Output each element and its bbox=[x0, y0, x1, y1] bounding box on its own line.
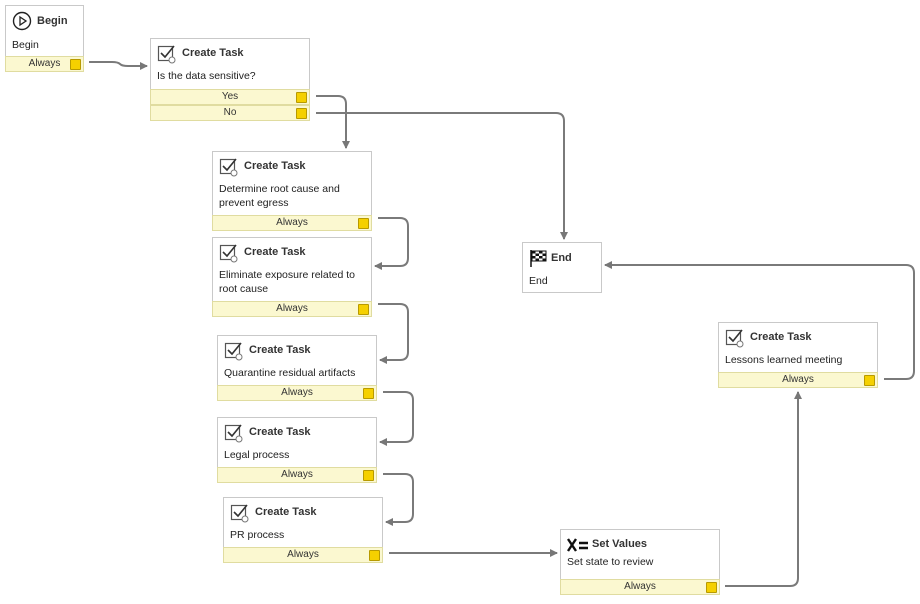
checked-task-icon bbox=[224, 342, 243, 361]
port-connector[interactable] bbox=[70, 59, 81, 70]
node-sensitive-title: Create Task bbox=[182, 47, 244, 59]
node-lessons-title: Create Task bbox=[750, 331, 812, 343]
node-set-values-title: Set Values bbox=[592, 538, 648, 550]
node-pr[interactable]: Create Task PR process Always bbox=[223, 497, 383, 563]
port-connector[interactable] bbox=[363, 470, 374, 481]
checkered-flag-icon bbox=[530, 250, 547, 267]
port-connector[interactable] bbox=[706, 582, 717, 593]
port-eliminate-always[interactable]: Always bbox=[212, 301, 372, 317]
wire-legal-to-pr bbox=[383, 473, 414, 526]
port-begin-always[interactable]: Always bbox=[5, 56, 84, 72]
port-set-values-always[interactable]: Always bbox=[560, 579, 720, 595]
node-set-values[interactable]: Set Values Set state to review Always bbox=[560, 529, 720, 595]
checked-task-icon bbox=[219, 244, 238, 263]
wire-begin-to-sensitive bbox=[89, 61, 148, 70]
port-connector[interactable] bbox=[363, 388, 374, 399]
checked-task-icon bbox=[157, 45, 176, 64]
port-quarantine-always[interactable]: Always bbox=[217, 385, 377, 401]
play-circle-icon bbox=[12, 11, 32, 31]
wire-yes-to-root-cause bbox=[316, 95, 350, 149]
port-connector[interactable] bbox=[358, 218, 369, 229]
port-label: Always bbox=[624, 581, 656, 592]
port-label: Always bbox=[782, 374, 814, 385]
wire-set-values-to-lessons bbox=[725, 391, 802, 587]
port-label: No bbox=[223, 107, 237, 118]
port-connector[interactable] bbox=[358, 304, 369, 315]
wire-root-cause-to-eliminate bbox=[374, 217, 409, 270]
node-root-cause-title: Create Task bbox=[244, 160, 306, 172]
port-sensitive-yes[interactable]: Yes bbox=[150, 89, 310, 105]
node-legal-title: Create Task bbox=[249, 426, 311, 438]
node-quarantine[interactable]: Create Task Quarantine residual artifact… bbox=[217, 335, 377, 401]
node-sensitive[interactable]: Create Task Is the data sensitive? Yes N… bbox=[150, 38, 310, 121]
port-label: Always bbox=[276, 303, 308, 314]
checked-task-icon bbox=[725, 329, 744, 348]
port-lessons-always[interactable]: Always bbox=[718, 372, 878, 388]
port-label: Always bbox=[276, 217, 308, 228]
node-sensitive-desc: Is the data sensitive? bbox=[157, 70, 256, 82]
checked-task-icon bbox=[224, 424, 243, 443]
node-quarantine-desc: Quarantine residual artifacts bbox=[224, 367, 356, 379]
port-pr-always[interactable]: Always bbox=[223, 547, 383, 563]
port-label: Always bbox=[287, 549, 319, 560]
port-sensitive-no[interactable]: No bbox=[150, 105, 310, 121]
node-end-desc: End bbox=[529, 275, 548, 287]
node-lessons[interactable]: Create Task Lessons learned meeting Alwa… bbox=[718, 322, 878, 388]
node-root-cause-desc: Determine root cause and prevent egress bbox=[219, 183, 340, 209]
port-label: Always bbox=[28, 58, 61, 69]
node-root-cause[interactable]: Create Task Determine root cause and pre… bbox=[212, 151, 372, 231]
node-end[interactable]: End End bbox=[522, 242, 602, 293]
port-label: Always bbox=[281, 469, 313, 480]
port-root-cause-always[interactable]: Always bbox=[212, 215, 372, 231]
x-equals-icon bbox=[567, 538, 588, 552]
node-lessons-desc: Lessons learned meeting bbox=[725, 354, 843, 366]
node-begin[interactable]: Begin Begin Always bbox=[5, 5, 84, 72]
port-connector[interactable] bbox=[296, 92, 307, 103]
node-begin-desc: Begin bbox=[12, 39, 39, 51]
node-pr-desc: PR process bbox=[230, 529, 285, 541]
wire-quarantine-to-legal bbox=[379, 391, 414, 446]
node-pr-title: Create Task bbox=[255, 506, 317, 518]
node-eliminate-title: Create Task bbox=[244, 246, 306, 258]
node-set-values-desc: Set state to review bbox=[567, 556, 654, 568]
node-eliminate-desc: Eliminate exposure related to root cause bbox=[219, 269, 355, 295]
node-begin-title: Begin bbox=[37, 15, 68, 27]
port-connector[interactable] bbox=[864, 375, 875, 386]
node-legal-desc: Legal process bbox=[224, 449, 290, 461]
port-connector[interactable] bbox=[369, 550, 380, 561]
port-connector[interactable] bbox=[296, 108, 307, 119]
node-end-title: End bbox=[551, 252, 572, 264]
checked-task-icon bbox=[230, 504, 249, 523]
node-quarantine-title: Create Task bbox=[249, 344, 311, 356]
port-label: Always bbox=[281, 387, 313, 398]
port-label: Yes bbox=[221, 91, 239, 102]
port-legal-always[interactable]: Always bbox=[217, 467, 377, 483]
checked-task-icon bbox=[219, 158, 238, 177]
wire-eliminate-to-quarantine bbox=[378, 303, 409, 364]
node-eliminate[interactable]: Create Task Eliminate exposure related t… bbox=[212, 237, 372, 317]
node-legal[interactable]: Create Task Legal process Always bbox=[217, 417, 377, 483]
